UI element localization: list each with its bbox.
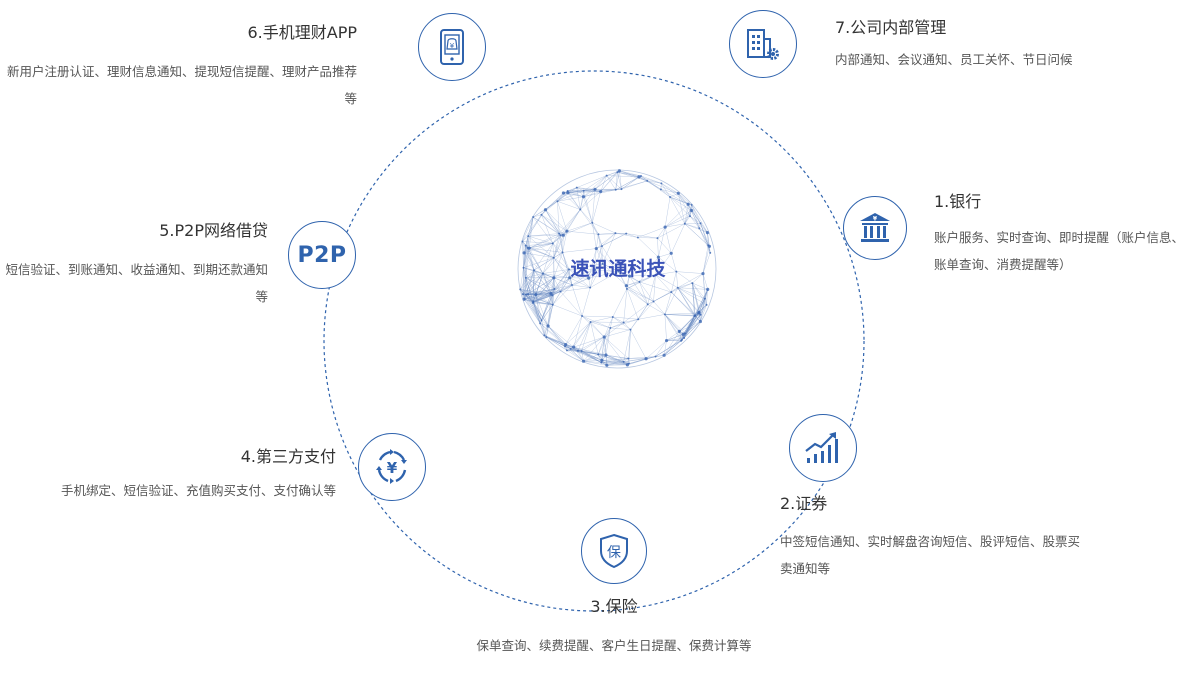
mobile-app-desc: 新用户注册认证、理财信息通知、提现短信提醒、理财产品推荐等 (6, 64, 357, 106)
bank-node: ¥ (843, 196, 907, 260)
p2p-desc: 短信验证、到账通知、收益通知、到期还款通知等 (5, 262, 268, 304)
office-title: 7.公司内部管理 (835, 18, 947, 37)
insurance-desc: 保单查询、续费提醒、客户生日提醒、保费计算等 (476, 638, 752, 653)
mobile-app-node: ¥ (418, 13, 486, 81)
insurance-shield-icon: 保 (600, 533, 628, 569)
payment-desc: 手机绑定、短信验证、充值购买支付、支付确认等 (60, 483, 336, 498)
office-desc: 内部通知、会议通知、员工关怀、节日问候 (835, 52, 1073, 67)
stock-desc: 中签短信通知、实时解盘咨询短信、股评短信、股票买卖通知等 (780, 534, 1081, 576)
payment-glyph: ¥ (387, 459, 398, 477)
payment-yuan-icon: ¥ (376, 449, 407, 484)
center-label: 速讯通科技 (570, 258, 666, 280)
payment-node: ¥ (358, 433, 426, 501)
mobile-app-icon: ¥ (440, 29, 464, 65)
bank-desc: 账户服务、实时查询、即时提醒（账户信息、账单查询、消费提醒等） (934, 230, 1185, 272)
bank-title: 1.银行 (934, 192, 982, 211)
svg-text:¥: ¥ (873, 216, 878, 223)
insurance-node: 保 (581, 518, 647, 584)
stock-chart-icon (805, 432, 838, 463)
p2p-node: P2P (288, 221, 356, 289)
insurance-glyph: 保 (607, 545, 621, 561)
p2p-title: 5.P2P网络借贷 (159, 221, 268, 240)
stock-node (789, 414, 857, 482)
bank-icon: ¥ (860, 213, 890, 242)
mobile-app-title: 6.手机理财APP (247, 23, 357, 42)
p2p-icon: P2P (297, 242, 347, 268)
mobile-app-glyph: ¥ (450, 42, 455, 50)
payment-title: 4.第三方支付 (240, 447, 336, 466)
office-building-gear-icon (747, 29, 779, 60)
office-node (729, 10, 797, 78)
stock-title: 2.证券 (780, 494, 828, 513)
insurance-title: 3.保险 (590, 597, 638, 616)
